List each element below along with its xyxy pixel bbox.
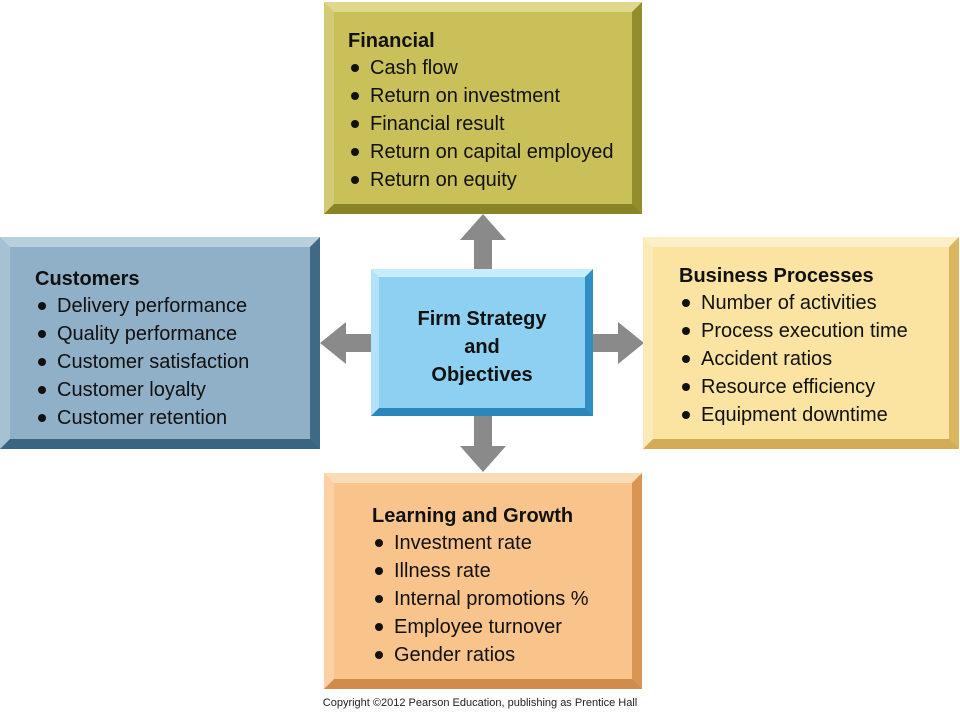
bullet-icon	[375, 595, 383, 603]
list-item-label: Accident ratios	[701, 348, 833, 370]
business-processes-box: Business Processes Number of activities …	[643, 237, 959, 449]
bullet-icon	[351, 148, 359, 156]
list-item: Return on investment	[348, 82, 632, 110]
firm-strategy-box: Firm Strategy and Objectives	[371, 269, 593, 416]
list-item-label: Investment rate	[394, 532, 532, 554]
arrow-left	[320, 322, 371, 364]
list-item: Customer loyalty	[35, 376, 310, 404]
bullet-icon	[375, 539, 383, 547]
list-item-label: Gender ratios	[394, 644, 516, 666]
list-item-label: Internal promotions %	[394, 588, 589, 610]
learning-title: Learning and Growth	[372, 505, 574, 527]
list-item-label: Employee turnover	[394, 616, 562, 638]
list-item-label: Return on equity	[370, 169, 517, 191]
customers-box: Customers Delivery performance Quality p…	[0, 237, 320, 449]
list-item: Customer satisfaction	[35, 348, 310, 376]
list-item: Accident ratios	[679, 345, 949, 373]
list-item: Internal promotions %	[372, 585, 632, 613]
list-item-label: Customer loyalty	[57, 379, 206, 401]
center-line-3: Objectives	[431, 364, 533, 386]
list-item-label: Cash flow	[370, 57, 458, 79]
bullet-icon	[351, 120, 359, 128]
learning-list: Investment rate Illness rate Internal pr…	[372, 529, 632, 669]
list-item-label: Customer satisfaction	[57, 351, 250, 373]
bullet-icon	[682, 355, 690, 363]
bullet-icon	[38, 358, 46, 366]
list-item: Return on equity	[348, 166, 632, 194]
list-item: Resource efficiency	[679, 373, 949, 401]
bullet-icon	[682, 411, 690, 419]
bullet-icon	[38, 386, 46, 394]
bullet-icon	[351, 176, 359, 184]
processes-title: Business Processes	[679, 265, 874, 287]
customers-list: Delivery performance Quality performance…	[35, 292, 310, 432]
list-item: Investment rate	[372, 529, 632, 557]
arrow-up	[460, 214, 506, 270]
arrow-down	[460, 416, 506, 472]
list-item-label: Return on investment	[370, 85, 561, 107]
customers-title: Customers	[35, 268, 140, 290]
arrow-right	[593, 322, 644, 364]
bullet-icon	[38, 414, 46, 422]
list-item-label: Number of activities	[701, 292, 877, 314]
processes-list: Number of activities Process execution t…	[679, 289, 949, 429]
list-item-label: Return on capital employed	[370, 141, 614, 163]
bullet-icon	[682, 299, 690, 307]
list-item-label: Process execution time	[701, 320, 908, 342]
bullet-icon	[38, 330, 46, 338]
center-line-1: Firm Strategy	[417, 308, 547, 330]
center-label: Firm Strategy and Objectives	[379, 305, 585, 389]
list-item-label: Resource efficiency	[701, 376, 876, 398]
copyright-notice: Copyright ©2012 Pearson Education, publi…	[322, 697, 638, 709]
list-item-label: Financial result	[370, 113, 505, 135]
list-item: Cash flow	[348, 54, 632, 82]
financial-box: Financial Cash flow Return on investment…	[324, 2, 642, 214]
financial-list: Cash flow Return on investment Financial…	[348, 54, 632, 194]
bullet-icon	[38, 302, 46, 310]
learning-growth-box: Learning and Growth Investment rate Illn…	[324, 473, 642, 689]
list-item-label: Delivery performance	[57, 295, 248, 317]
bullet-icon	[351, 64, 359, 72]
list-item-label: Quality performance	[57, 323, 238, 345]
center-line-2: and	[464, 336, 500, 358]
list-item: Quality performance	[35, 320, 310, 348]
list-item-label: Illness rate	[394, 560, 491, 582]
financial-title: Financial	[348, 30, 435, 52]
bullet-icon	[375, 651, 383, 659]
bullet-icon	[682, 327, 690, 335]
list-item-label: Equipment downtime	[701, 404, 888, 426]
list-item: Customer retention	[35, 404, 310, 432]
list-item: Illness rate	[372, 557, 632, 585]
list-item: Employee turnover	[372, 613, 632, 641]
bullet-icon	[682, 383, 690, 391]
list-item: Financial result	[348, 110, 632, 138]
list-item: Gender ratios	[372, 641, 632, 669]
list-item: Return on capital employed	[348, 138, 632, 166]
list-item: Delivery performance	[35, 292, 310, 320]
bullet-icon	[375, 623, 383, 631]
list-item: Equipment downtime	[679, 401, 949, 429]
list-item-label: Customer retention	[57, 407, 228, 429]
bullet-icon	[351, 92, 359, 100]
list-item: Process execution time	[679, 317, 949, 345]
list-item: Number of activities	[679, 289, 949, 317]
bullet-icon	[375, 567, 383, 575]
